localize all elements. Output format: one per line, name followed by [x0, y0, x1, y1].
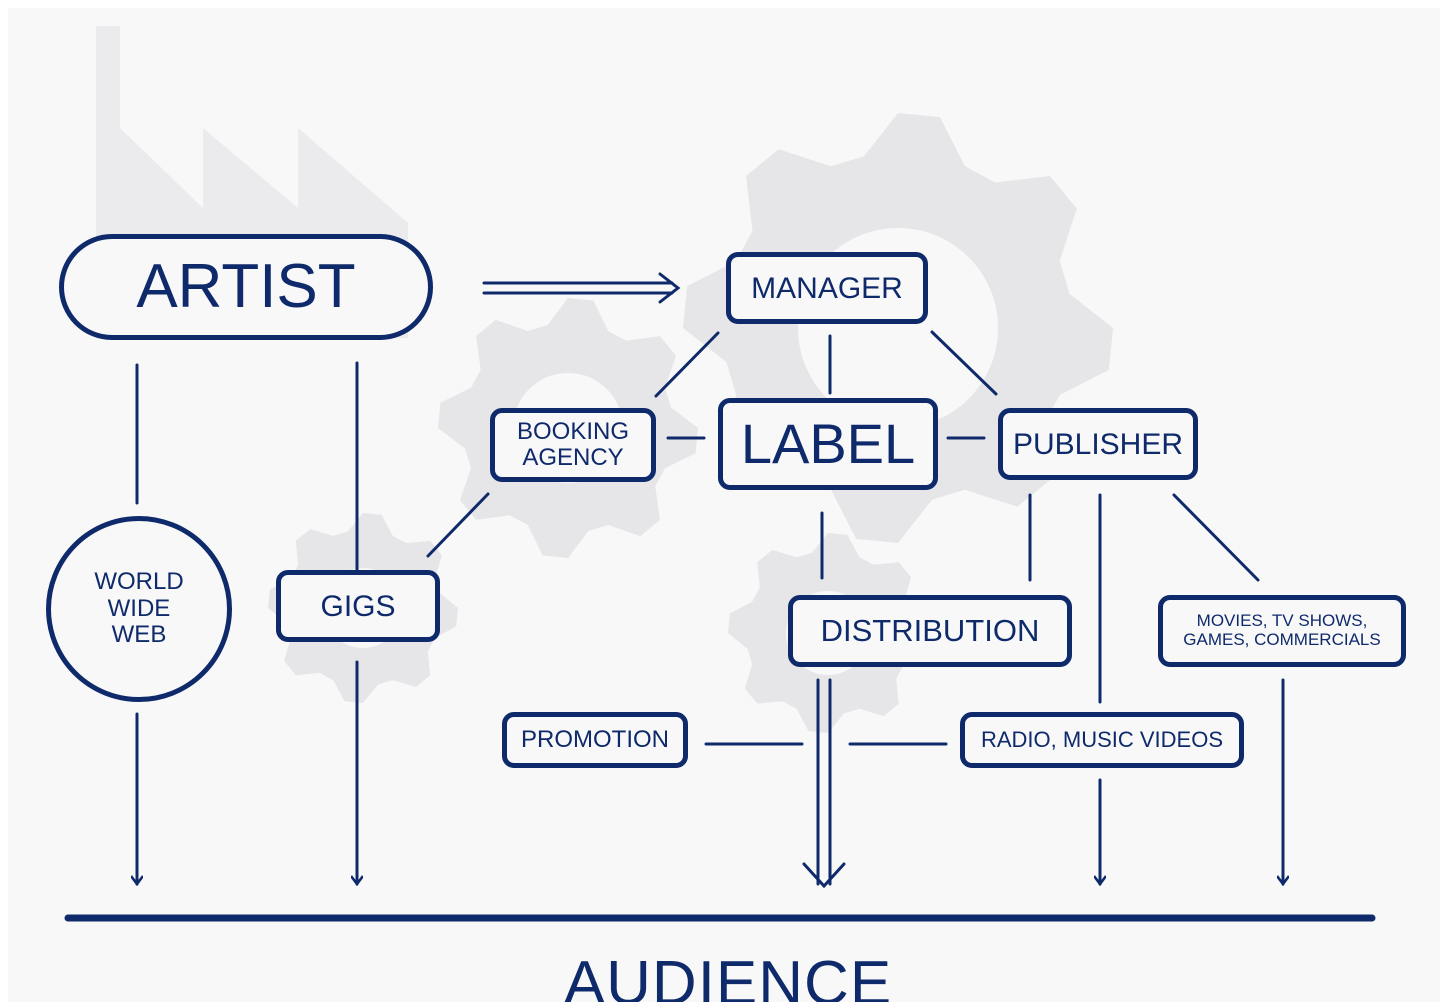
- distribution-label: DISTRIBUTION: [820, 612, 1040, 648]
- booking-agency-label-line1: BOOKING: [516, 417, 630, 445]
- booking-agency-label-line2: AGENCY: [522, 444, 624, 471]
- promotion-node: PROMOTION: [502, 712, 688, 768]
- gigs-node: GIGS: [276, 570, 440, 642]
- www-label-line3: WEB: [111, 621, 167, 649]
- label-label: LABEL: [740, 412, 916, 476]
- manager-to-booking-line: [654, 331, 720, 398]
- movies-label-line1: MOVIES, TV SHOWS,: [1196, 611, 1368, 631]
- radio-label: RADIO, MUSIC VIDEOS: [980, 726, 1224, 752]
- distribution-node: DISTRIBUTION: [788, 595, 1072, 667]
- movies-label-line2: GAMES, COMMERCIALS: [1183, 630, 1381, 649]
- www-label-line2: WIDE: [107, 594, 171, 622]
- manager-label: MANAGER: [751, 271, 903, 305]
- label-node: LABEL: [718, 398, 938, 490]
- artist-label: ARTIST: [136, 251, 356, 321]
- manager-to-publisher-line: [930, 330, 998, 396]
- gigs-label: GIGS: [320, 589, 396, 623]
- manager-node: MANAGER: [726, 252, 928, 324]
- www-label-line1: WORLD: [94, 568, 184, 596]
- audience-label: AUDIENCE: [563, 949, 893, 1002]
- diagram-canvas: ARTIST MANAGER BOOKING AGENCY LABEL PUBL…: [8, 8, 1440, 1002]
- publisher-to-movies-line: [1172, 493, 1260, 582]
- publisher-node: PUBLISHER: [998, 408, 1198, 480]
- world-wide-web-node: WORLD WIDE WEB: [46, 516, 232, 702]
- radio-music-videos-node: RADIO, MUSIC VIDEOS: [960, 712, 1244, 768]
- booking-agency-node: BOOKING AGENCY: [490, 408, 656, 482]
- connectors: [64, 272, 1376, 922]
- booking-to-gigs-line: [426, 492, 490, 558]
- movies-tv-games-node: MOVIES, TV SHOWS, GAMES, COMMERCIALS: [1158, 595, 1406, 667]
- artist-node: ARTIST: [59, 234, 433, 340]
- publisher-label: PUBLISHER: [1012, 427, 1184, 461]
- promotion-label: PROMOTION: [521, 725, 669, 753]
